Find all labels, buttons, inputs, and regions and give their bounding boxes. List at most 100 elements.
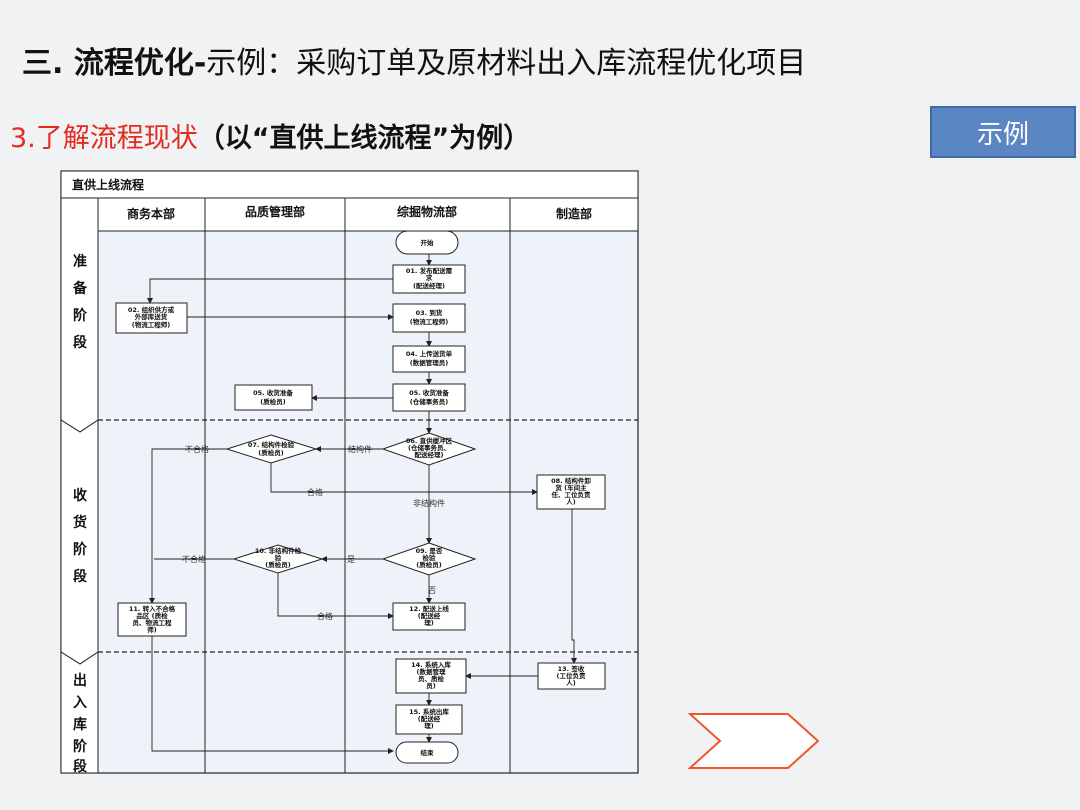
stage-char: 阶 xyxy=(73,541,88,558)
stage-char: 收 xyxy=(73,487,88,504)
edge-label-qualified: 合格 xyxy=(317,611,333,621)
stage-char: 库 xyxy=(73,716,87,733)
start-label: 开始 xyxy=(421,238,435,247)
diagram-title: 直供上线流程 xyxy=(72,177,144,192)
start-terminal xyxy=(395,230,459,255)
stage-char: 准 xyxy=(73,253,87,270)
stage-char: 段 xyxy=(73,758,87,775)
node-07-structural-inspection xyxy=(225,434,318,464)
node-04-line: (数据管理员) xyxy=(410,358,448,367)
node-05-receive-prep-warehouse xyxy=(392,383,466,412)
node-09-line: 09. 是否 xyxy=(416,546,443,555)
dept-quality: 品质管理部 xyxy=(245,204,305,219)
slide-title-bold: 三. 流程优化- xyxy=(22,46,207,81)
diagram-title-bar xyxy=(60,170,639,199)
node-01-line: 求 xyxy=(426,273,433,282)
dept-logistics: 综掘物流部 xyxy=(397,204,457,219)
node-14-line: 员、质检 xyxy=(418,674,445,683)
node-13-line: (工位负责 xyxy=(557,671,586,680)
edge-label-structural: 结构件 xyxy=(348,444,372,454)
node-08-line: 货 (车间主 xyxy=(554,483,587,492)
node-05a-line: (质检员) xyxy=(260,397,285,406)
stage-char: 阶 xyxy=(73,307,88,324)
stage-char: 段 xyxy=(73,568,87,585)
node-10-line: (质检员) xyxy=(265,560,290,569)
node-07-line: (质检员) xyxy=(258,448,283,457)
edge-label-qualified: 合格 xyxy=(307,487,323,497)
node-08-structural-unload xyxy=(536,474,606,510)
stage-char: 货 xyxy=(72,514,87,531)
node-12-deliver-to-line xyxy=(392,602,466,631)
node-05-receive-prep-qc xyxy=(234,384,313,411)
end-label: 结束 xyxy=(421,748,435,757)
node-10-non-structural-inspection xyxy=(232,544,324,574)
subtitle-step: 3.了解流程现状 xyxy=(10,123,198,154)
slide-title-rest: 示例：采购订单及原材料出入库流程优化项目 xyxy=(206,46,807,81)
node-03-line: 03. 到货 xyxy=(416,308,443,317)
stage-char: 段 xyxy=(73,334,87,351)
node-04-line: 04. 上传送货单 xyxy=(406,349,453,358)
node-09-inspect-decision xyxy=(381,542,477,576)
node-14-line: (数据管理 xyxy=(417,667,446,676)
node-06-line: 06. 直供缓冲区 xyxy=(406,436,453,445)
edge-label-yes: 是 xyxy=(347,555,355,564)
next-arrow-icon[interactable] xyxy=(688,712,822,770)
node-03-line: (物流工程师) xyxy=(410,317,448,326)
node-14-system-inbound xyxy=(395,658,467,694)
node-13-line: 13. 签收 xyxy=(558,664,585,673)
stage-char: 阶 xyxy=(73,738,88,755)
dept-manufacturing: 制造部 xyxy=(556,206,592,221)
stage-receive-label: 收 货 阶 段 xyxy=(72,487,88,585)
node-03-arrival xyxy=(392,303,466,333)
node-15-system-outbound xyxy=(395,704,463,735)
node-08-line: 人) xyxy=(566,497,576,506)
node-01-line: (配送经理) xyxy=(413,281,445,290)
stage-io-label: 出 入 库 阶 段 xyxy=(73,672,88,775)
node-11-line: 11. 转入不合格 xyxy=(129,604,176,613)
node-10-line: 验 xyxy=(275,553,282,562)
node-08-line: 08. 结构件卸 xyxy=(551,476,591,485)
node-12-line: 理) xyxy=(424,618,434,627)
node-11-line: 师) xyxy=(147,625,157,634)
node-02-arrange-delivery xyxy=(115,302,188,334)
node-07-line: 07. 结构件检验 xyxy=(248,440,295,449)
dept-business: 商务本部 xyxy=(127,206,175,221)
edge-label-unqualified: 不合格 xyxy=(185,444,209,454)
section-subtitle: 3.了解流程现状（以“直供上线流程”为例） xyxy=(10,116,530,155)
node-12-line: 12. 配送上线 xyxy=(409,604,449,613)
node-05b-line: 05. 收货准备 xyxy=(409,388,449,397)
node-05b-line: (仓储事务员) xyxy=(410,397,448,406)
node-06-buffer-decision xyxy=(381,432,477,466)
stage-io-cell xyxy=(60,651,99,774)
node-10-line: 10. 非结构件检 xyxy=(255,546,302,555)
end-terminal xyxy=(395,741,459,764)
node-13-line: 人) xyxy=(566,678,576,687)
node-06-line: 配送经理) xyxy=(415,450,444,459)
node-14-line: 员) xyxy=(426,681,436,690)
node-02-line: (物流工程师) xyxy=(132,320,170,329)
stage-char: 出 xyxy=(73,672,87,689)
node-04-upload-delivery-note xyxy=(392,345,466,373)
subtitle-example-note: （以“直供上线流程”为例） xyxy=(197,123,531,154)
edge-label-unqualified: 不合格 xyxy=(182,554,206,564)
node-13-sign-off xyxy=(537,662,606,690)
example-button[interactable]: 示例 xyxy=(930,106,1076,158)
node-12-line: (配送经 xyxy=(418,611,441,620)
slide-title: 三. 流程优化-示例：采购订单及原材料出入库流程优化项目 xyxy=(22,38,806,82)
node-15-line: 15. 系统出库 xyxy=(409,707,449,716)
node-15-line: 理) xyxy=(424,721,434,730)
node-06-line: (仓储事务员、 xyxy=(408,443,450,452)
node-11-line: 品区 (质检 xyxy=(136,611,168,620)
node-14-line: 14. 系统入库 xyxy=(411,660,451,669)
node-11-line: 员、物流工程 xyxy=(133,618,173,627)
edge-label-non-structural: 非结构件 xyxy=(413,498,445,508)
node-08-line: 任、工位负责 xyxy=(551,490,592,499)
node-09-line: (质检员) xyxy=(416,560,441,569)
node-05a-line: 05. 收货准备 xyxy=(253,388,293,397)
stage-char: 入 xyxy=(73,695,87,711)
department-header-row xyxy=(97,197,639,232)
node-01-publish-demand xyxy=(392,264,466,294)
node-15-line: (配送经 xyxy=(418,714,441,723)
node-02-line: 外部库送货 xyxy=(135,312,168,321)
swimlane-flowchart: 直供上线流程 商务本部 品质管理部 综掘物流部 制造部 准 备 阶 段 收 货 … xyxy=(60,170,639,775)
